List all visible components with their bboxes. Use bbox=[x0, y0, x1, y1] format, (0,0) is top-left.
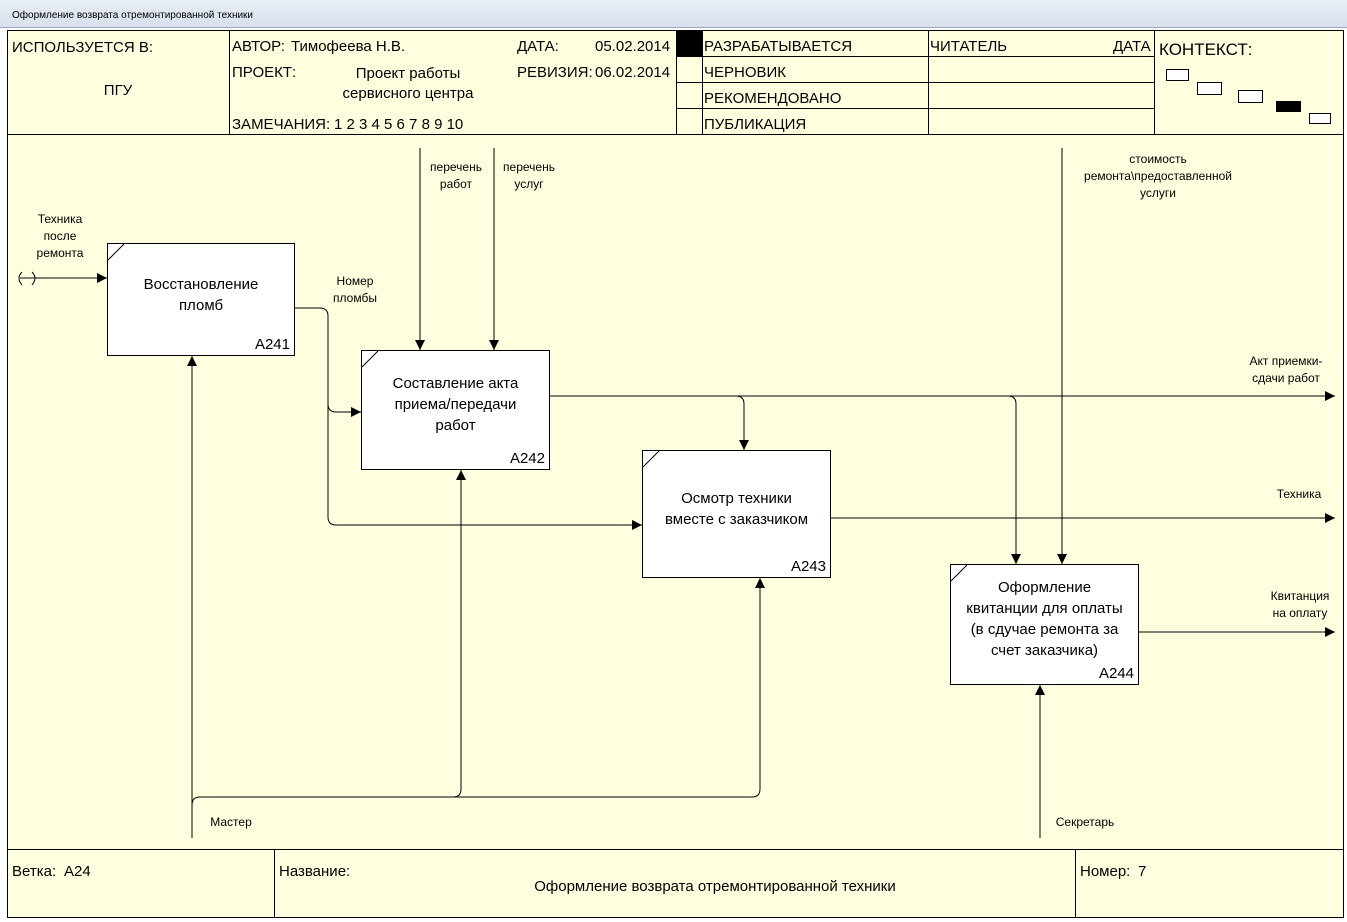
status-row-line-1 bbox=[676, 56, 1154, 57]
arrow-act-to-a243 bbox=[735, 395, 749, 450]
window-title: Оформление возврата отремонтированной те… bbox=[12, 10, 254, 21]
box-name-line: Восстановление bbox=[143, 276, 259, 293]
box-code: A242 bbox=[509, 450, 545, 467]
diagram-name: Оформление возврата отремонтированной те… bbox=[534, 878, 896, 895]
box-code: A241 bbox=[254, 336, 290, 353]
activity-box-a242[interactable]: Составление акта приема/передачи работ A… bbox=[361, 350, 550, 470]
context-node-current bbox=[1276, 101, 1301, 112]
arrow-input-tunnel bbox=[18, 271, 36, 286]
label-tech-output: Техника bbox=[1276, 487, 1322, 501]
box-name-line: (в сдучае ремонта за bbox=[970, 621, 1119, 638]
box-corner-mark bbox=[108, 244, 125, 261]
header-bottom-line bbox=[7, 134, 1344, 135]
label-act-output: Акт приемки-сдачи работ bbox=[1249, 354, 1323, 385]
status-current-marker bbox=[677, 31, 702, 56]
number-label: Номер: bbox=[1080, 863, 1131, 880]
box-name-line: приема/передачи bbox=[394, 396, 517, 413]
status-row-line-3 bbox=[676, 108, 1154, 109]
arrow-act-to-a244 bbox=[1007, 395, 1021, 564]
context-label: КОНТЕКСТ: bbox=[1159, 40, 1253, 59]
context-node-5 bbox=[1309, 113, 1331, 124]
revision-value: 06.02.2014 bbox=[595, 64, 671, 81]
box-name-line: счет заказчика) bbox=[990, 642, 1099, 659]
arrow-seal-number bbox=[295, 307, 361, 417]
box-name-line: пломб bbox=[178, 297, 224, 314]
date-label: ДАТА: bbox=[517, 38, 559, 55]
reader-label: ЧИТАТЕЛЬ bbox=[930, 38, 1008, 55]
status-item-recommended: РЕКОМЕНДОВАНО bbox=[704, 90, 842, 107]
status-item-draft: ЧЕРНОВИК bbox=[704, 64, 787, 81]
used-in-label: ИСПОЛЬЗУЕТСЯ В: bbox=[12, 39, 154, 56]
box-code: A243 bbox=[790, 558, 826, 575]
box-name-line: вместе с заказчиком bbox=[664, 511, 809, 528]
header-divider-1 bbox=[229, 30, 230, 134]
arrow-seal-to-a243 bbox=[327, 404, 642, 530]
box-name-line: Осмотр техники bbox=[681, 490, 792, 507]
project-value-line2: сервисного центра bbox=[342, 85, 474, 102]
revision-label: РЕВИЗИЯ: bbox=[517, 64, 593, 81]
reader-date-label: ДАТА bbox=[1113, 38, 1151, 55]
box-name-line: квитанции для оплаты bbox=[966, 600, 1123, 617]
context-node-3 bbox=[1238, 90, 1263, 103]
activity-box-a244[interactable]: Оформление квитанции для оплаты (в сдуча… bbox=[950, 564, 1139, 685]
number-value: 7 bbox=[1138, 863, 1147, 880]
node-label: Ветка: bbox=[12, 863, 57, 880]
box-name-line: Оформление bbox=[997, 579, 1092, 596]
project-label: ПРОЕКТ: bbox=[232, 64, 297, 81]
name-label: Название: bbox=[279, 863, 351, 880]
author-label: АВТОР: bbox=[232, 38, 286, 55]
window-titlebar: Оформление возврата отремонтированной те… bbox=[0, 0, 1347, 28]
box-corner-mark bbox=[643, 451, 660, 468]
box-name-line: работ bbox=[435, 417, 476, 434]
node-value: A24 bbox=[64, 863, 91, 880]
arrow-master-branch bbox=[191, 578, 765, 806]
header-divider-5 bbox=[1154, 30, 1155, 134]
footer-divider-2 bbox=[1075, 849, 1076, 918]
notes-label: ЗАМЕЧАНИЯ: bbox=[232, 116, 331, 133]
date-value: 05.02.2014 bbox=[595, 38, 671, 55]
context-node-2 bbox=[1197, 82, 1222, 95]
context-node-1 bbox=[1166, 69, 1189, 81]
notes-value: 1 2 3 4 5 6 7 8 9 10 bbox=[334, 116, 464, 133]
activity-box-a243[interactable]: Осмотр техники вместе с заказчиком A243 bbox=[642, 450, 831, 578]
label-secretary: Секретарь bbox=[1055, 815, 1115, 829]
status-item-publication: ПУБЛИКАЦИЯ bbox=[704, 116, 807, 133]
project-value-line1: Проект работы bbox=[355, 65, 461, 82]
box-name-line: Составление акта bbox=[392, 375, 519, 392]
activity-box-a241[interactable]: Восстановление пломб A241 bbox=[107, 243, 295, 356]
status-row-line-2 bbox=[676, 82, 1154, 83]
arrow-master-to-a242 bbox=[452, 470, 466, 798]
footer-divider-1 bbox=[274, 849, 275, 918]
box-code: A244 bbox=[1098, 665, 1134, 682]
box-corner-mark bbox=[362, 351, 379, 368]
author-value: Тимофеева Н.В. bbox=[291, 38, 406, 55]
status-item-developing: РАЗРАБАТЫВАЕТСЯ bbox=[704, 38, 853, 55]
box-corner-mark bbox=[951, 565, 968, 582]
footer-top-line bbox=[7, 849, 1344, 850]
label-master: Мастер bbox=[210, 815, 252, 829]
used-in-value: ПГУ bbox=[103, 82, 133, 99]
